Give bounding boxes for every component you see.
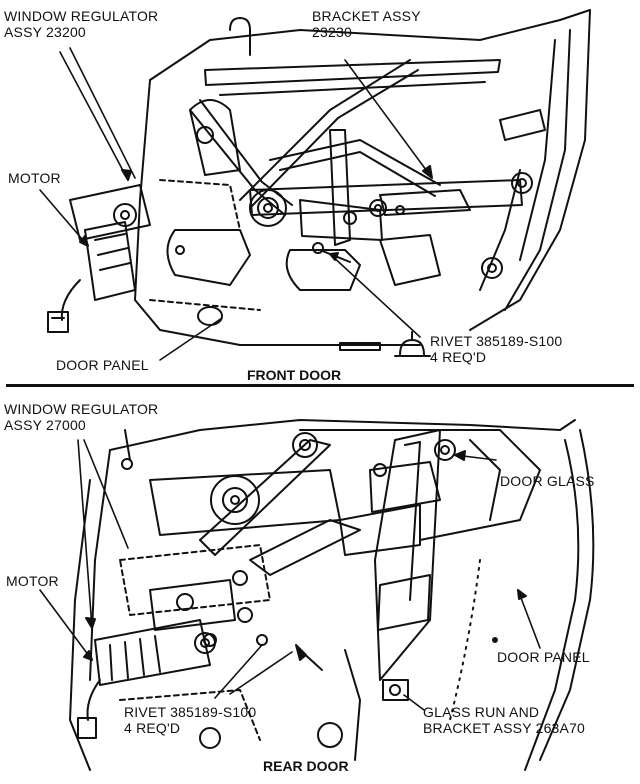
front-regulator-arm-b xyxy=(240,60,410,200)
front-door-shell xyxy=(150,10,590,80)
rear-door-panel-label: DOOR PANEL xyxy=(497,649,590,665)
front-bracket-assy-label: BRACKET ASSY 23230 xyxy=(312,8,421,40)
front-rivet-symbol xyxy=(400,340,424,355)
rear-glass-run-label: GLASS RUN AND BRACKET ASSY 263A70 xyxy=(423,704,586,736)
front-window-regulator-label: WINDOW REGULATOR ASSY 23200 xyxy=(4,8,159,40)
rear-door-caption: REAR DOOR xyxy=(263,758,349,774)
rear-motor-label: MOTOR xyxy=(6,573,59,589)
front-bracket-bar xyxy=(250,180,522,215)
front-motor-label: MOTOR xyxy=(8,170,61,186)
rear-rivet-label: RIVET 385189-S100 4 REQ'D xyxy=(124,704,257,736)
front-motor-body xyxy=(85,222,135,300)
front-leader-lines xyxy=(40,48,432,360)
rear-motor-body xyxy=(95,620,210,685)
rear-door-glass-label: DOOR GLASS xyxy=(500,473,595,489)
section-divider xyxy=(6,384,634,387)
rear-leader-lines xyxy=(40,440,540,710)
rear-regulator-gear xyxy=(211,476,259,524)
rear-door-glass xyxy=(300,430,540,540)
rear-door-shell xyxy=(110,420,560,450)
front-top-rail xyxy=(205,60,500,85)
rear-glass-run xyxy=(375,430,440,680)
front-rivet-label: RIVET 385189-S100 4 REQ'D xyxy=(430,333,563,365)
rear-regulator-arm xyxy=(150,470,340,535)
front-gear xyxy=(250,190,286,226)
front-door-caption: FRONT DOOR xyxy=(247,367,342,383)
rear-window-regulator-label: WINDOW REGULATOR ASSY 27000 xyxy=(4,401,159,433)
front-door-panel-label: DOOR PANEL xyxy=(56,357,149,373)
rear-door-drawing xyxy=(70,420,593,770)
front-door-drawing xyxy=(48,10,590,356)
